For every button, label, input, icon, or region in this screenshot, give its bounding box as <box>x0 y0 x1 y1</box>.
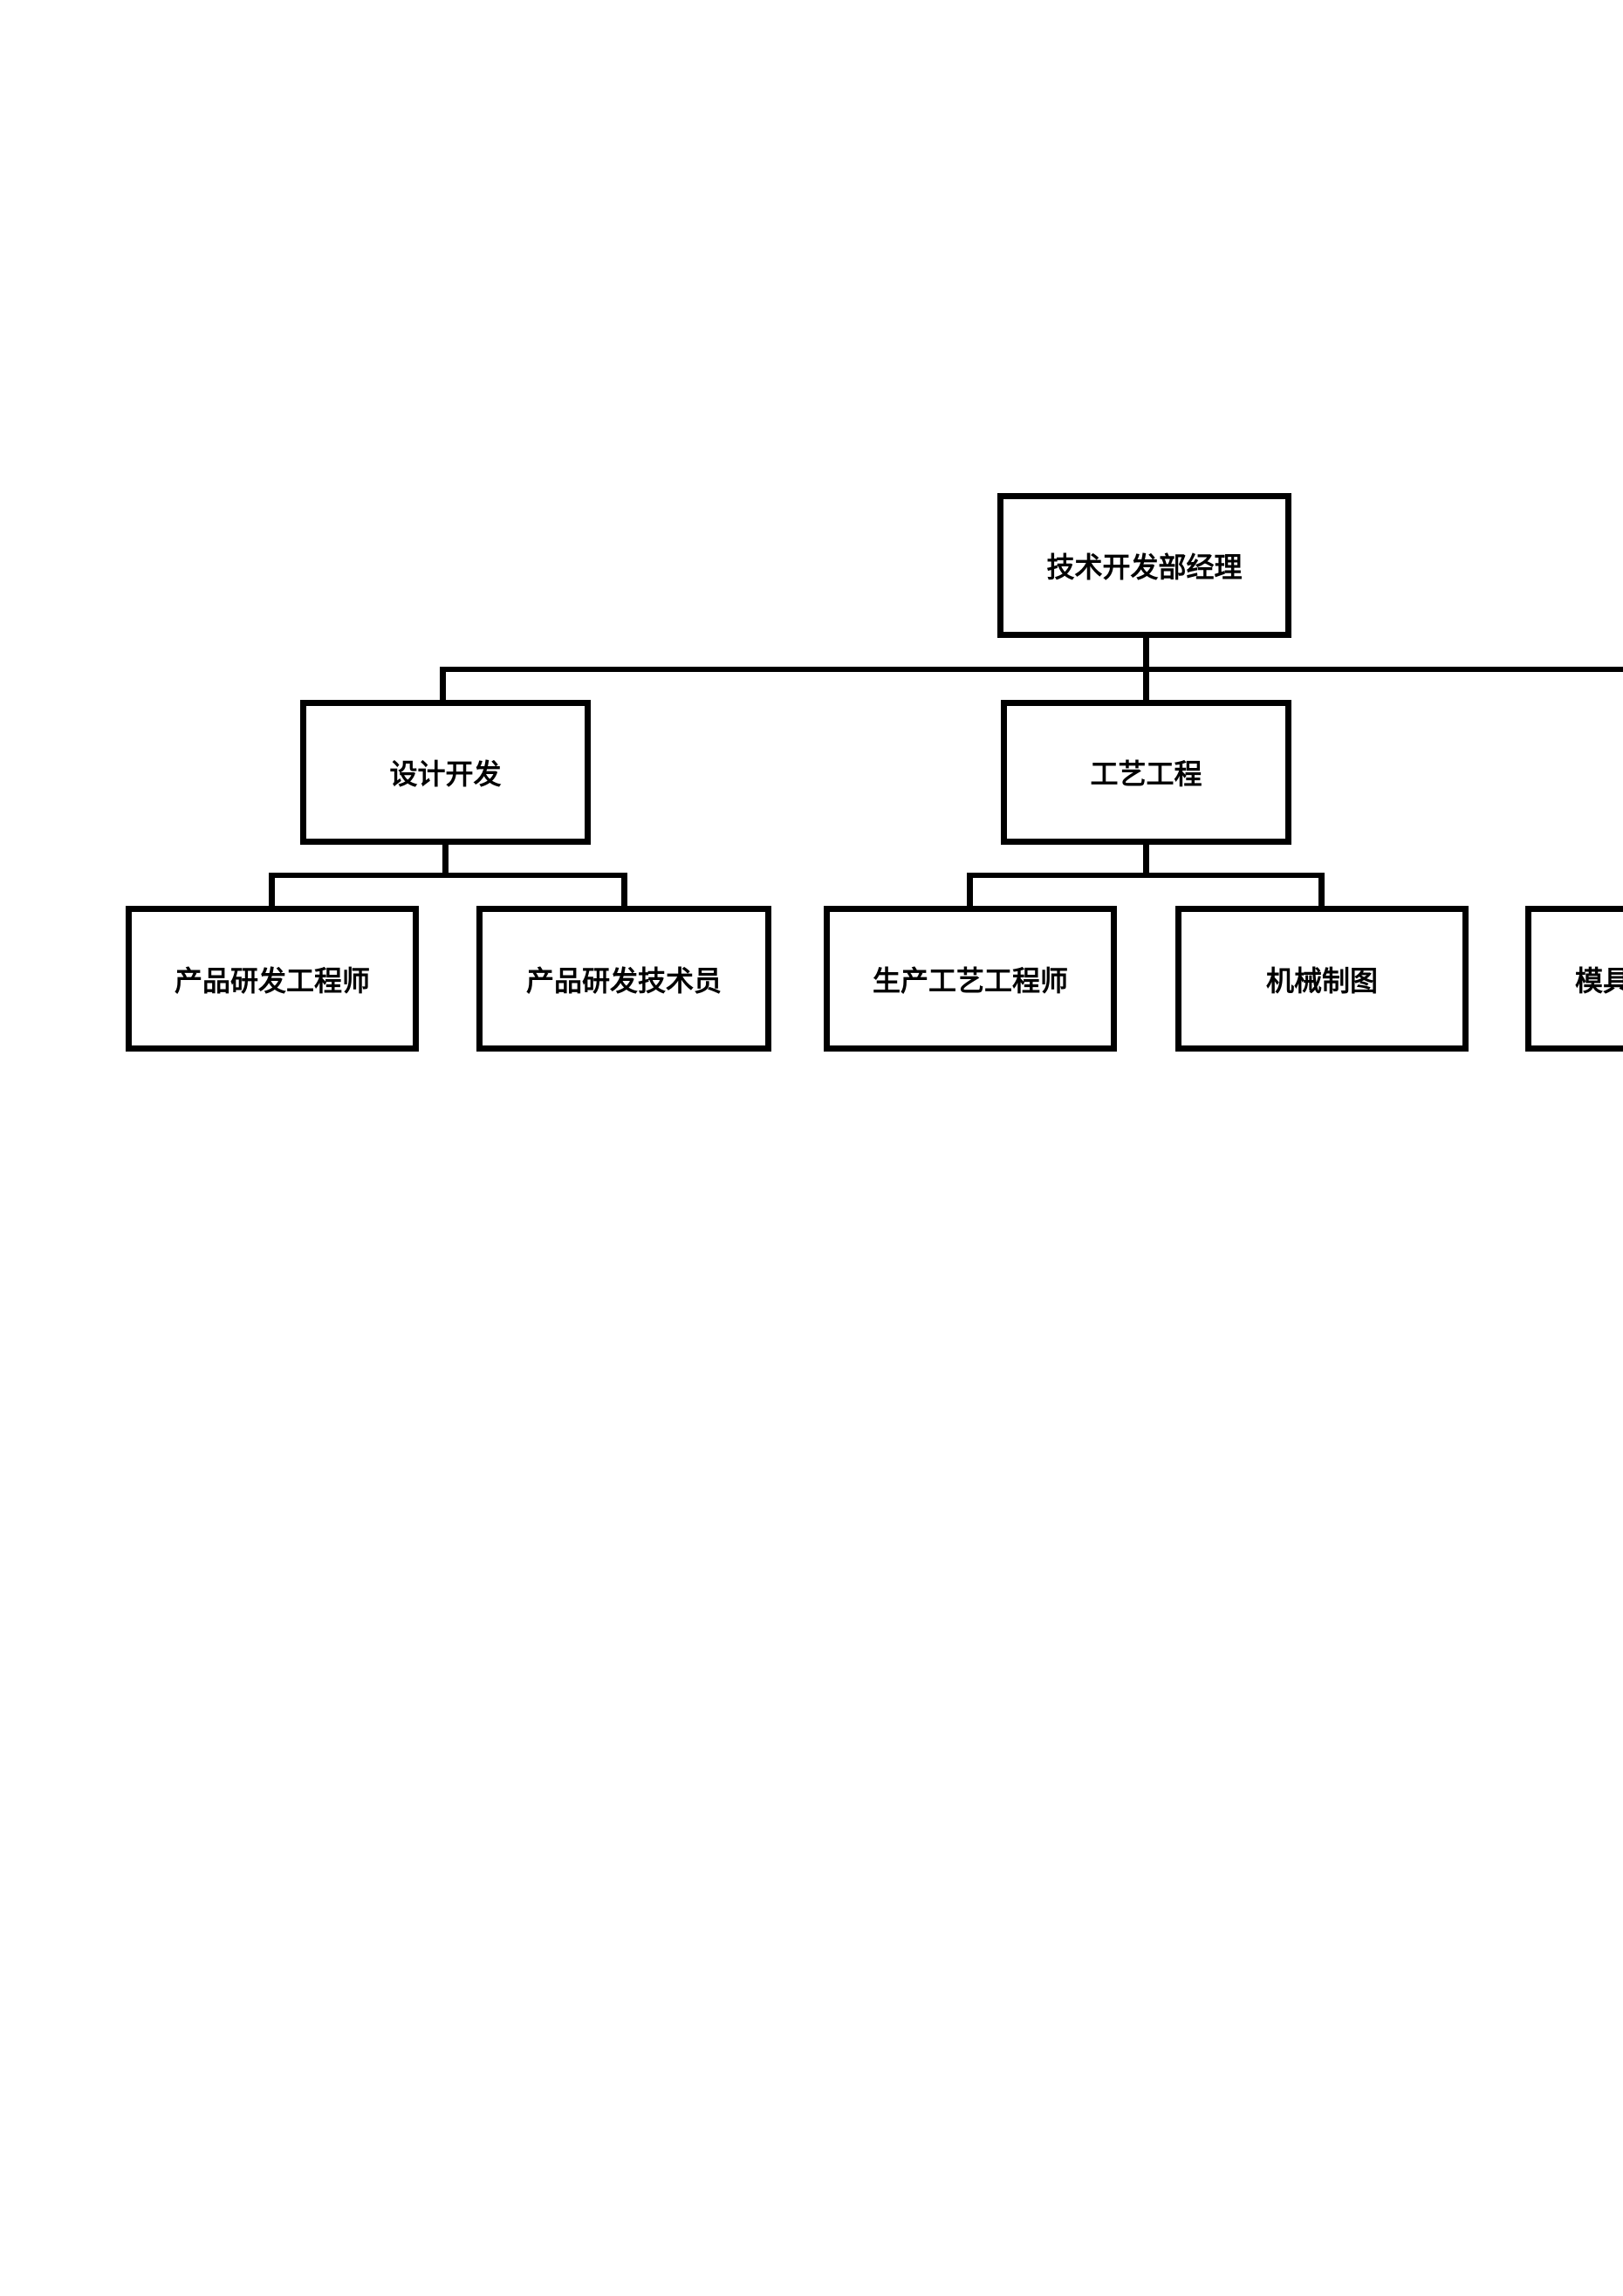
org-node-production-process-engineer: 生产工艺工程师 <box>824 906 1117 1052</box>
connector-level1-horizontal <box>440 667 1623 672</box>
org-node-process-engineering-label: 工艺工程 <box>1090 758 1202 790</box>
org-node-product-rd-technician-label: 产品研发技术员 <box>525 964 722 997</box>
connector-stub-production-process-engineer <box>967 873 973 908</box>
connector-process-children-horizontal <box>967 873 1325 878</box>
org-node-product-rd-engineer-label: 产品研发工程师 <box>174 964 370 997</box>
org-node-design-development-label: 设计开发 <box>389 758 502 790</box>
org-node-mechanical-drawing-label: 机械制图 <box>1265 964 1378 997</box>
org-node-product-rd-engineer: 产品研发工程师 <box>126 906 419 1052</box>
org-node-design-development: 设计开发 <box>300 700 591 845</box>
org-node-root: 技术开发部经理 <box>997 493 1291 638</box>
connector-stub-design <box>440 667 446 703</box>
connector-stub-mechanical-drawing <box>1318 873 1325 908</box>
org-node-process-engineering: 工艺工程 <box>1001 700 1291 845</box>
connector-design-down <box>442 843 449 878</box>
org-node-root-label: 技术开发部经理 <box>1046 552 1243 583</box>
org-node-production-process-engineer-label: 生产工艺工程师 <box>872 964 1068 997</box>
org-node-product-rd-technician: 产品研发技术员 <box>476 906 771 1052</box>
org-node-mechanical-drawing: 机械制图 <box>1175 906 1469 1052</box>
connector-stub-product-rd-technician <box>621 873 627 908</box>
org-node-mold-clipped-label: 模具 <box>1575 964 1623 997</box>
org-node-mold-clipped: 模具 <box>1525 906 1623 1052</box>
connector-stub-product-rd-engineer <box>269 873 275 908</box>
connector-design-children-horizontal <box>269 873 627 878</box>
connector-process-down <box>1143 843 1149 878</box>
